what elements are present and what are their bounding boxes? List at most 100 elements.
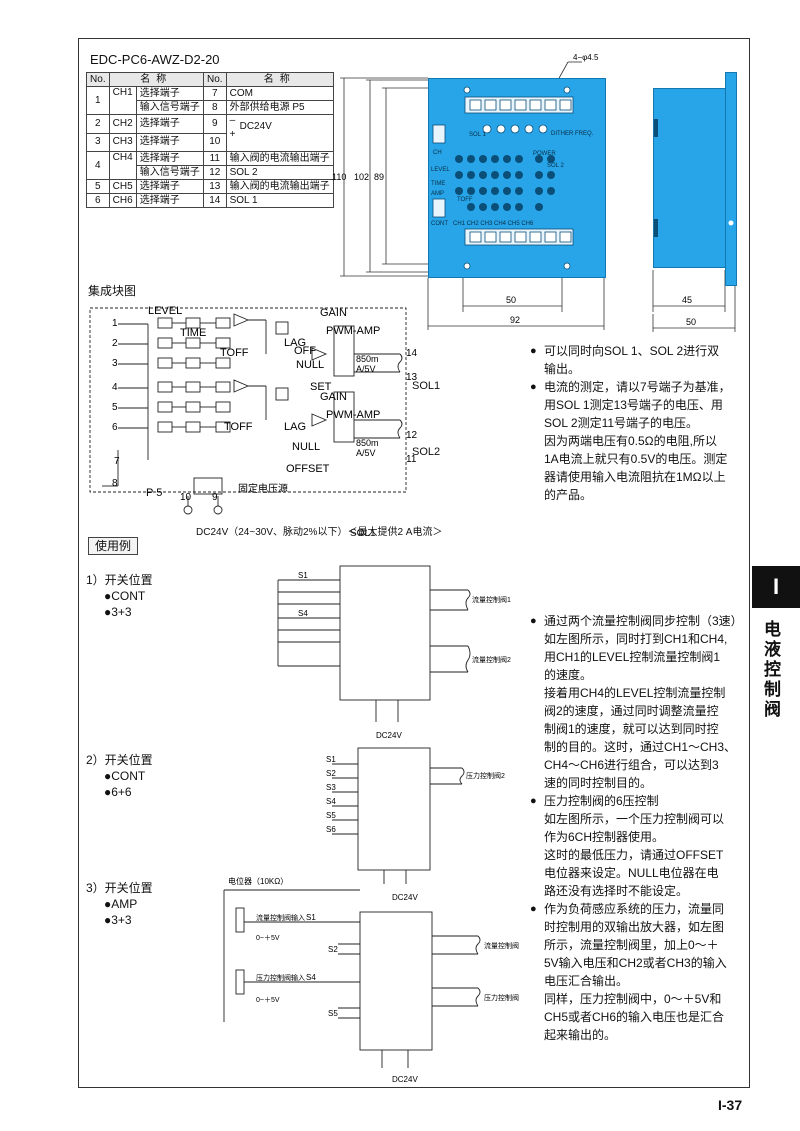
- notes-bottom: 通过两个流量控制阀同步控制（3速） 如左图所示，同时打到CH1和CH4, 用CH…: [530, 612, 744, 1044]
- section-tab-label: 电液控制阀: [764, 620, 781, 719]
- svg-text:SET: SET: [310, 381, 332, 393]
- svg-text:LAG: LAG: [284, 421, 306, 433]
- svg-text:TOFF: TOFF: [224, 421, 253, 433]
- block-caption: DC24V（24~30V、脉动2%以下）＜最大提供2 A电流＞: [196, 527, 443, 538]
- svg-text:9: 9: [212, 492, 218, 503]
- block-diagram: LEVEL TIME TOFF TOFF GAIN GAIN PWM-AMP P…: [89, 305, 418, 515]
- svg-text:14: 14: [406, 348, 418, 359]
- svg-text:S4: S4: [306, 973, 316, 982]
- svg-text:CH1 CH2 CH3 CH4 CH5 CH6: CH1 CH2 CH3 CH4 CH5 CH6: [453, 221, 534, 227]
- svg-text:LAG: LAG: [284, 337, 306, 349]
- svg-text:S5: S5: [328, 1009, 338, 1018]
- svg-text:10: 10: [180, 492, 192, 503]
- page-frame: [78, 38, 750, 1088]
- svg-text:CH: CH: [433, 150, 442, 156]
- svg-text:TIME: TIME: [180, 327, 206, 339]
- svg-text:NULL: NULL: [292, 441, 320, 453]
- svg-text:LEVEL: LEVEL: [431, 167, 450, 173]
- dim-102: 102: [354, 172, 369, 182]
- svg-text:AMP: AMP: [431, 191, 444, 197]
- svg-text:8: 8: [112, 478, 118, 489]
- board-detail: SOL 1 CH LEVEL TIME TOFF AMP CONT POWER …: [431, 86, 594, 270]
- svg-text:S2: S2: [326, 769, 336, 778]
- svg-text:0~＋5V: 0~＋5V: [256, 934, 280, 942]
- svg-text:11: 11: [406, 454, 417, 465]
- svg-text:SOL 2: SOL 2: [547, 163, 564, 169]
- dim-92: 92: [510, 315, 520, 325]
- board-side-view: [653, 88, 727, 268]
- svg-text:12: 12: [406, 430, 418, 441]
- svg-text:DC24V: DC24V: [392, 893, 418, 902]
- dim-110: 110: [332, 172, 346, 182]
- svg-text:TOFF: TOFF: [457, 197, 473, 203]
- svg-text:A/5V: A/5V: [356, 364, 376, 374]
- svg-text:流量控制阀1: 流量控制阀1: [472, 595, 511, 604]
- svg-text:S1: S1: [326, 755, 336, 764]
- wiring-diagram-1: S1 S4 流量控制阀1 流量控制阀2 DC24V: [277, 565, 511, 740]
- block-sol1: SOL1: [350, 528, 376, 539]
- dim-50: 50: [506, 295, 516, 305]
- svg-text:固定电压源: 固定电压源: [238, 482, 288, 495]
- svg-text:GAIN: GAIN: [320, 307, 347, 319]
- svg-text:PWM-AMP: PWM-AMP: [326, 409, 380, 421]
- svg-text:A/5V: A/5V: [356, 448, 376, 458]
- hole-dim-label: 4−φ4.5: [573, 53, 599, 62]
- svg-text:5: 5: [112, 402, 118, 413]
- svg-text:S1: S1: [298, 571, 308, 580]
- section-tab: I: [752, 566, 800, 608]
- page-number: I-37: [718, 1097, 743, 1113]
- svg-text:DC24V: DC24V: [376, 731, 402, 740]
- svg-text:PWM-AMP: PWM-AMP: [326, 325, 380, 337]
- svg-text:4: 4: [112, 382, 118, 393]
- svg-text:S5: S5: [326, 811, 336, 820]
- sol2-label: SOL2: [412, 446, 441, 458]
- dim-45: 45: [682, 295, 692, 305]
- svg-text:850m: 850m: [356, 354, 379, 364]
- board-front-view: SOL 1 CH LEVEL TIME TOFF AMP CONT POWER …: [428, 78, 606, 278]
- svg-text:850m: 850m: [356, 438, 379, 448]
- svg-text:压力控制阀2: 压力控制阀2: [466, 771, 505, 780]
- svg-text:S2: S2: [328, 945, 338, 954]
- svg-text:DITHER FREQ.: DITHER FREQ.: [551, 131, 594, 137]
- svg-text:P 5: P 5: [146, 487, 162, 499]
- svg-text:S1: S1: [306, 913, 316, 922]
- table-header: No. 名称 No. 名称: [86, 72, 335, 87]
- svg-text:13: 13: [406, 372, 418, 383]
- use-example-heading: 使用例: [88, 537, 139, 555]
- dim-50-side: 50: [686, 317, 696, 327]
- svg-text:S6: S6: [326, 825, 336, 834]
- sol1-label: SOL1: [412, 380, 441, 392]
- svg-text:SOL 1: SOL 1: [469, 132, 486, 138]
- wiring-diagram-3: 电位器（10KΩ） 流量控制阀输入 0~＋5V 压力控制阀输入 0~＋5V S1…: [223, 876, 519, 1084]
- svg-text:流量控制阀2: 流量控制阀2: [472, 655, 511, 664]
- board-side-flange: [725, 72, 737, 286]
- svg-text:POWER: POWER: [533, 151, 556, 157]
- svg-text:CONT: CONT: [431, 221, 448, 227]
- svg-text:压力控制阀输入: 压力控制阀输入: [256, 973, 305, 982]
- svg-text:流量控制阀: 流量控制阀: [484, 941, 519, 950]
- svg-text:3: 3: [112, 358, 118, 369]
- svg-text:S4: S4: [298, 609, 308, 618]
- svg-text:6: 6: [112, 422, 118, 433]
- svg-text:电位器（10KΩ）: 电位器（10KΩ）: [228, 876, 288, 886]
- case-1: 1）开关位置 ●CONT ●3+3: [86, 573, 153, 619]
- svg-text:流量控制阀输入: 流量控制阀输入: [256, 913, 305, 922]
- notes-top: 可以同时向SOL 1、SOL 2进行双 输出。 电流的测定，请以7号端子为基准，…: [530, 342, 744, 504]
- svg-text:TOFF: TOFF: [220, 347, 249, 359]
- svg-text:OFFSET: OFFSET: [286, 463, 330, 475]
- svg-text:S3: S3: [326, 783, 336, 792]
- svg-text:S4: S4: [326, 797, 336, 806]
- svg-text:1: 1: [112, 318, 118, 329]
- case-2: 2）开关位置 ●CONT ●6+6: [86, 753, 153, 799]
- svg-text:OFF: OFF: [294, 345, 316, 357]
- board-dimension-drawing: 4−φ4.5 110 102 89 50 92 45 50: [332, 53, 736, 332]
- model-number: EDC-PC6-AWZ-D2-20: [90, 52, 220, 67]
- svg-text:TIME: TIME: [431, 181, 445, 187]
- dim-89: 89: [374, 172, 384, 182]
